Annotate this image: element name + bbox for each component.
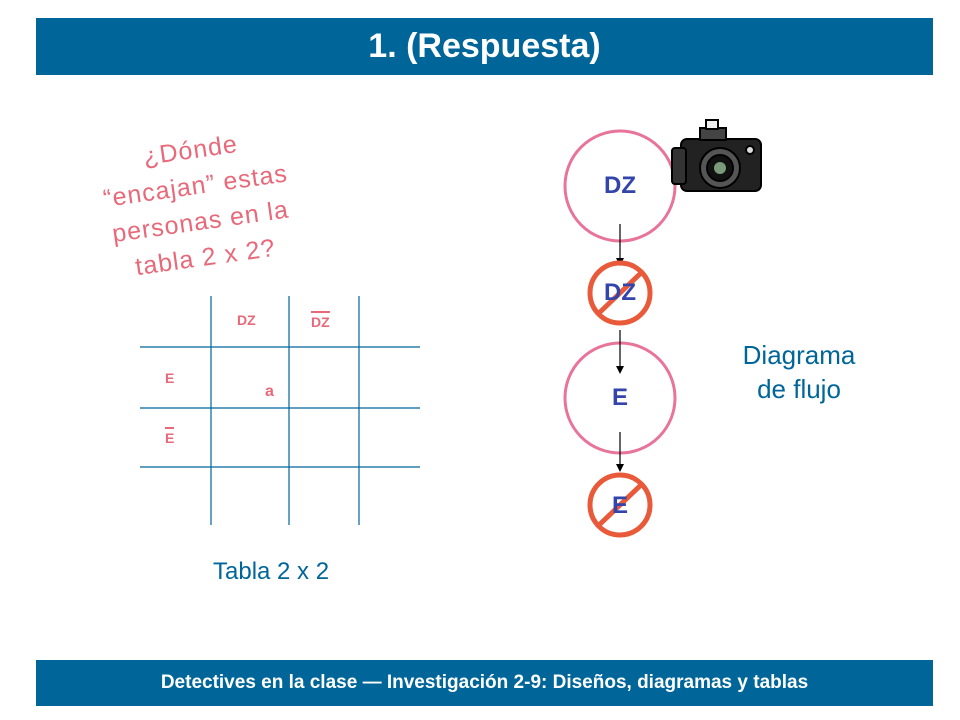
- table-grid: [140, 296, 420, 525]
- cell-a: a: [265, 383, 274, 400]
- flow-node-not-dz: DZ: [604, 279, 636, 306]
- flow-caption-line: Diagrama: [742, 340, 856, 370]
- no-symbol-dz: [587, 260, 653, 326]
- flow-node-e: E: [611, 384, 628, 411]
- row-header-e: E: [165, 370, 175, 386]
- no-symbol-e: [587, 472, 653, 538]
- flow-caption-line: de flujo: [757, 374, 841, 404]
- footer-text: Detectives en la clase — Investigación 2…: [36, 660, 933, 706]
- flow-node-dz: DZ: [604, 172, 636, 199]
- flow-node-not-e: E: [611, 492, 628, 519]
- camera-icon: [671, 119, 762, 192]
- table-caption: Tabla 2 x 2: [213, 558, 330, 585]
- col-header-not-dz: DZ: [311, 311, 330, 330]
- slide-title: 1. (Respuesta): [36, 18, 933, 75]
- row-header-not-e: E: [165, 427, 175, 446]
- flow-caption: Diagrama de flujo: [724, 338, 874, 406]
- col-header-dz: DZ: [237, 312, 256, 328]
